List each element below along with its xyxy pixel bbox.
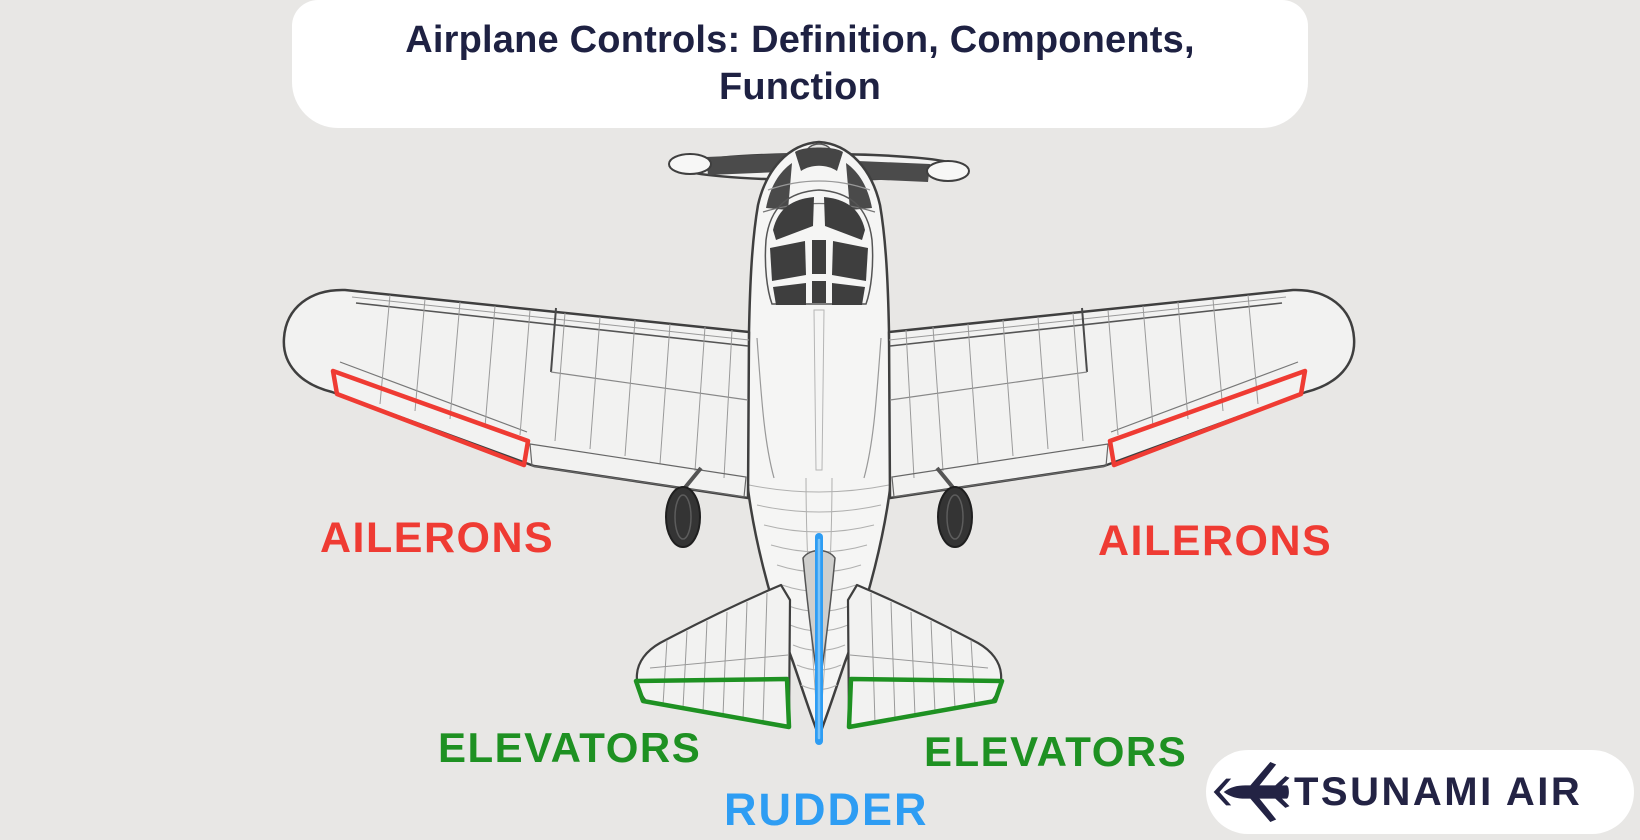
wing-right (862, 287, 1357, 549)
jet-icon (1213, 762, 1290, 822)
label-elevators-left: ELEVATORS (438, 724, 702, 771)
brand-name: TSUNAMI AIR (1294, 769, 1583, 814)
aileron-highlight-right (1107, 368, 1308, 468)
label-ailerons-right: AILERONS (1098, 517, 1333, 565)
page-title-line2: Function (718, 66, 881, 108)
label-rudder: RUDDER (724, 784, 929, 835)
elevator-highlight-right (846, 676, 1005, 730)
label-elevators-right: ELEVATORS (924, 728, 1188, 775)
title-card: Airplane Controls: Definition, Component… (292, 0, 1308, 128)
aileron-highlight-left (330, 368, 531, 468)
brand-logo: TSUNAMI AIR (1206, 750, 1634, 834)
label-ailerons-left: AILERONS (320, 514, 555, 562)
elevator-highlight-left (633, 676, 792, 730)
cockpit-canopy (764, 189, 874, 471)
wing-left (281, 287, 776, 549)
page-title-line1: Airplane Controls: Definition, Component… (405, 19, 1195, 61)
